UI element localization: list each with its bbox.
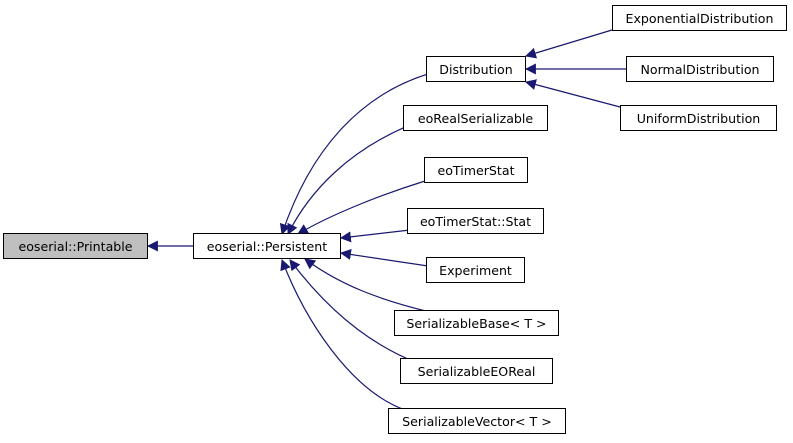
node-exponential-distribution[interactable]: ExponentialDistribution [612,5,787,31]
node-printable: eoserial::Printable [3,233,148,259]
edge-timerstatstat-persistent [339,229,411,243]
node-eotimerstat[interactable]: eoTimerStat [424,157,528,183]
edge-eoreal-persistent [287,124,411,235]
edge-timerstat-persistent [297,180,426,235]
node-distribution[interactable]: Distribution [426,56,526,82]
edge-serbase-persistent [304,258,431,313]
node-normal-distribution[interactable]: NormalDistribution [626,56,774,82]
node-serializable-base[interactable]: SerializableBase< T > [394,310,559,336]
node-eoreal-serializable[interactable]: eoRealSerializable [403,105,548,131]
node-uniform-distribution[interactable]: UniformDistribution [620,105,777,131]
edge-distribution-persistent [279,73,429,236]
node-persistent[interactable]: eoserial::Persistent [193,233,341,259]
edge-sereoreal-persistent [289,259,416,363]
node-serializable-vector[interactable]: SerializableVector< T > [388,408,566,434]
node-eotimerstat-stat[interactable]: eoTimerStat::Stat [407,208,544,234]
edge-uniform-distribution [524,79,621,108]
node-serializable-eoreal[interactable]: SerializableEOReal [400,358,553,384]
edge-servector-persistent [280,258,406,411]
edge-exponential-distribution [524,29,613,59]
edge-experiment-persistent [339,249,429,267]
node-experiment[interactable]: Experiment [426,257,525,283]
